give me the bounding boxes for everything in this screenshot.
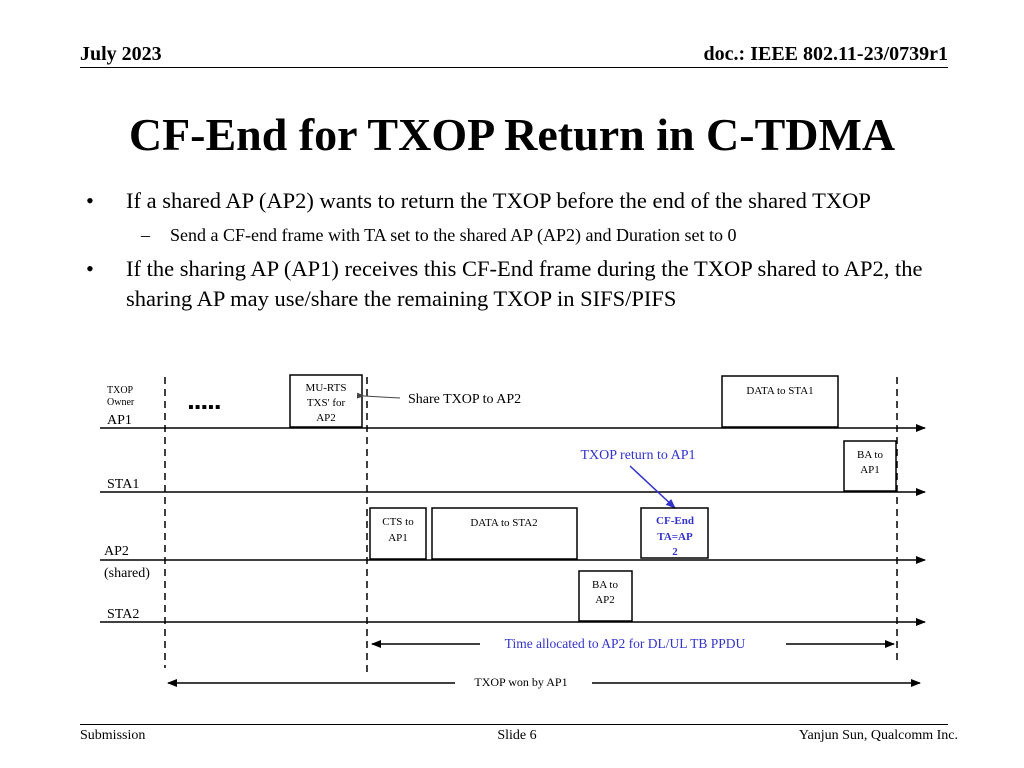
cts-to-ap1-label-1: CTS to — [382, 516, 414, 528]
cf-end-label-1: CF-End — [656, 515, 694, 527]
mu-rts-label-3: AP2 — [316, 412, 336, 424]
ba-to-ap2-frame — [578, 570, 633, 622]
sub-bullet-1: – Send a CF-end frame with TA set to the… — [86, 222, 956, 248]
cf-end-label-2: TA=AP — [657, 531, 693, 543]
data-to-sta1-frame — [721, 375, 839, 428]
share-txop-pointer — [356, 392, 401, 399]
header-rule — [80, 67, 948, 68]
cf-end-label-3: 2 — [672, 546, 678, 558]
footer-submission: Submission — [80, 728, 146, 743]
sub-bullet-1-text: Send a CF-end frame with TA set to the s… — [170, 225, 737, 245]
data-to-sta1-label: DATA to STA1 — [746, 385, 813, 397]
cts-to-ap1-frame — [369, 507, 427, 560]
mu-rts-label-2: TXS' for — [307, 397, 346, 409]
mu-rts-frame — [289, 374, 363, 428]
ba-to-ap1-label-2: AP1 — [860, 464, 880, 476]
row-label-sta2: STA2 — [107, 607, 139, 622]
time-allocated-label: Time allocated to AP2 for DL/UL TB PPDU — [505, 636, 746, 651]
bullet-1-text: If a shared AP (AP2) wants to return the… — [126, 188, 871, 213]
txop-return-arrow — [629, 465, 676, 509]
bullet-2: • If the sharing AP (AP1) receives this … — [86, 254, 956, 314]
ba-to-ap1-label-1: BA to — [857, 449, 883, 461]
cts-to-ap1-label-2: AP1 — [388, 532, 408, 544]
row-label-sta1: STA1 — [107, 477, 139, 492]
cf-end-frame — [640, 507, 709, 559]
bullet-dot-icon: • — [86, 188, 94, 213]
footer-slide-number: Slide 6 — [497, 728, 537, 743]
slide-body: • If a shared AP (AP2) wants to return t… — [86, 186, 956, 320]
data-to-sta2-label: DATA to STA2 — [470, 517, 537, 529]
header-date: July 2023 — [80, 43, 162, 65]
ba-to-ap1-frame — [843, 440, 897, 492]
ba-to-ap2-label-2: AP2 — [595, 594, 615, 606]
row-label-ap2: AP2 — [104, 544, 129, 559]
bullet-dot-icon: • — [86, 256, 94, 281]
ba-to-ap2-label-1: BA to — [592, 579, 618, 591]
txop-owner-label-2: Owner — [107, 397, 135, 408]
share-txop-label: Share TXOP to AP2 — [408, 392, 521, 407]
txop-owner-label-1: TXOP — [107, 385, 134, 396]
data-to-sta2-frame — [431, 507, 578, 560]
bullet-1: • If a shared AP (AP2) wants to return t… — [86, 186, 956, 216]
bullet-2-text: If the sharing AP (AP1) receives this CF… — [126, 256, 923, 311]
slide-title: CF-End for TXOP Return in C-TDMA — [128, 109, 896, 160]
row-label-ap1: AP1 — [107, 413, 132, 428]
dash-icon: – — [141, 225, 150, 245]
footer-author: Yanjun Sun, Qualcomm Inc. — [798, 728, 958, 743]
row-label-ap2-shared: (shared) — [104, 566, 150, 581]
header-doc-id: doc.: IEEE 802.11-23/0739r1 — [703, 43, 948, 65]
mu-rts-label-1: MU-RTS — [306, 382, 347, 394]
footer-rule — [80, 724, 948, 725]
txop-won-label: TXOP won by AP1 — [474, 675, 567, 689]
ellipsis-marks: ▪▪▪▪▪ — [188, 399, 221, 416]
txop-return-label: TXOP return to AP1 — [581, 448, 696, 463]
